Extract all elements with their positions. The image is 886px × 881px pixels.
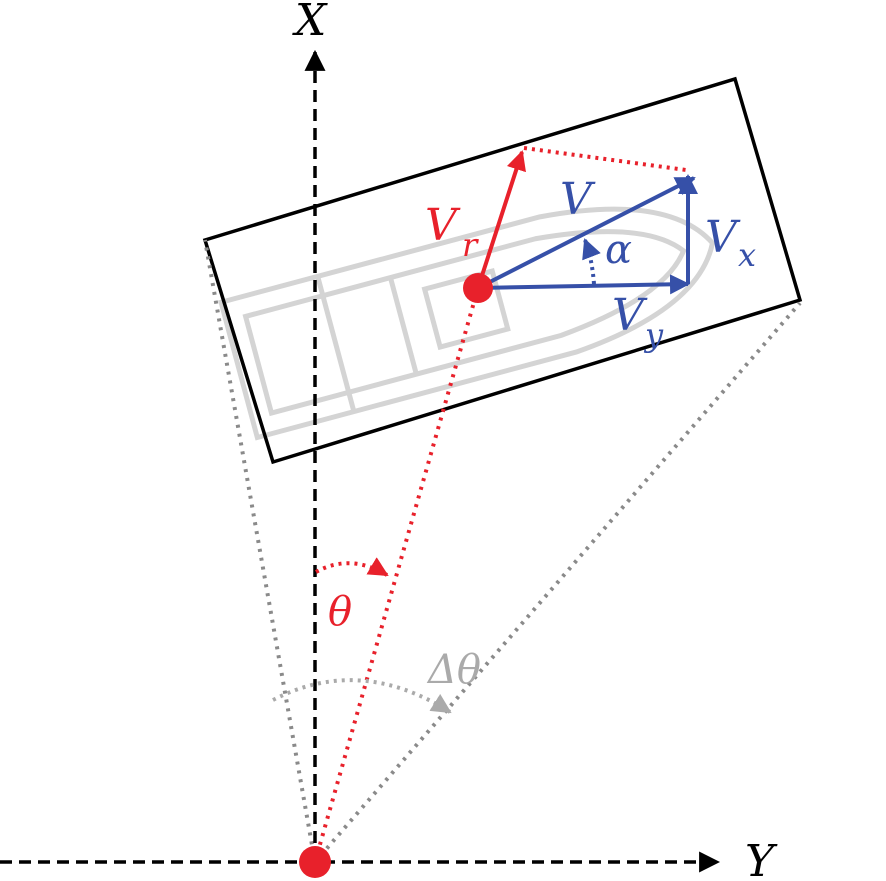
vr-completion-line (523, 146, 687, 172)
extent-line-right (313, 301, 802, 864)
vr-vector (476, 150, 526, 289)
vy-subscript: y (643, 316, 664, 354)
theta-label: θ (328, 589, 352, 635)
v-vector (477, 176, 696, 290)
delta-theta-arc (272, 678, 452, 714)
target-center-point (463, 273, 493, 303)
vx-label: V (705, 212, 741, 263)
vy-vector (477, 274, 690, 295)
theta-arc (315, 557, 389, 577)
target-bounding-box (202, 76, 803, 465)
extent-line-left (203, 239, 317, 863)
delta-theta-label: Δθ (426, 647, 481, 693)
range-line (313, 287, 480, 863)
vr-label: V (425, 200, 461, 251)
y-axis-label: Y (745, 836, 778, 881)
v-label: V (560, 174, 596, 225)
radar-origin-point (299, 846, 331, 878)
vy-label: V (612, 290, 648, 341)
alpha-label: α (605, 227, 632, 273)
alpha-arc (582, 238, 601, 285)
vr-subscript: r (462, 226, 479, 264)
vx-subscript: x (738, 236, 756, 274)
x-axis-label: X (292, 0, 328, 46)
